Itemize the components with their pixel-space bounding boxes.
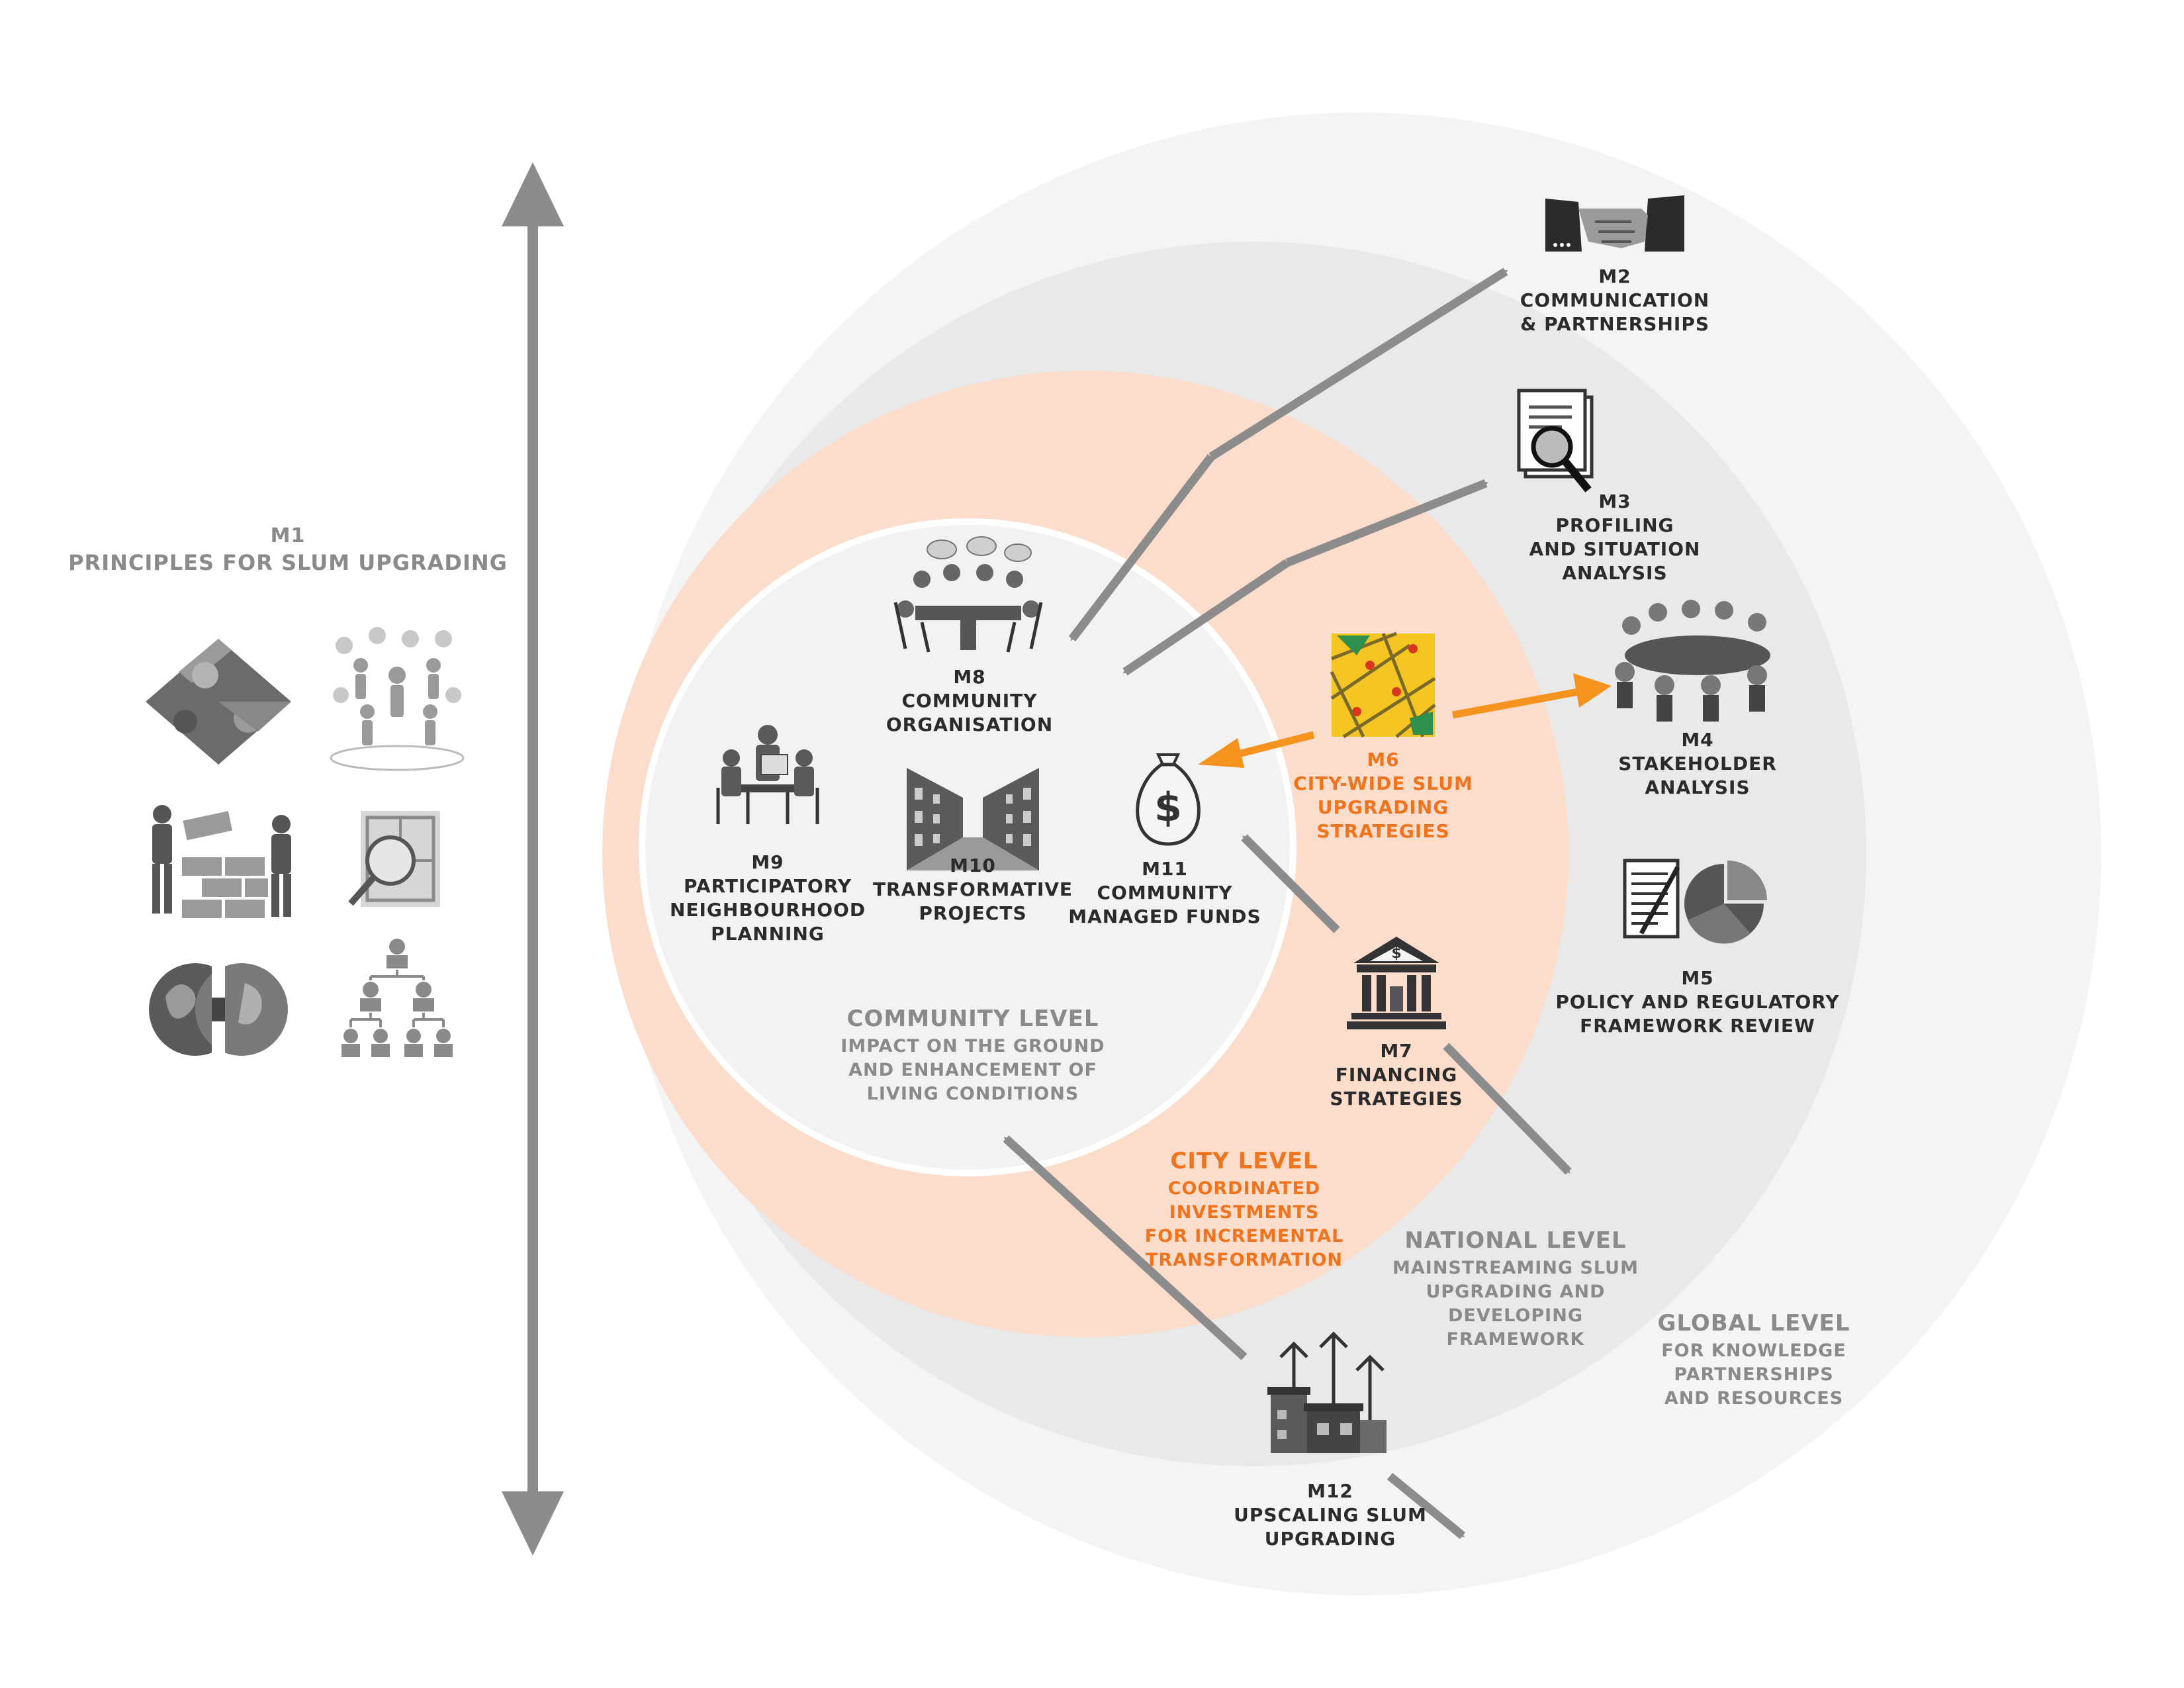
community-level-label: COMMUNITY LEVEL IMPACT ON THE GROUND AND… bbox=[841, 1003, 1105, 1106]
arrow-m12-community bbox=[1003, 1135, 1248, 1360]
module-m11-title: COMMUNITY MANAGED FUNDS bbox=[1068, 882, 1261, 927]
module-m12-code: M12 bbox=[1307, 1480, 1353, 1502]
split-globe-icon bbox=[149, 960, 288, 1059]
module-m7-label[interactable]: M7 FINANCING STRATEGIES bbox=[1271, 1039, 1522, 1111]
vertical-scale-arrow bbox=[502, 162, 564, 1556]
global-level-label: GLOBAL LEVEL FOR KNOWLEDGE PARTNERSHIPS … bbox=[1621, 1307, 1886, 1411]
m1-heading: M1 PRINCIPLES FOR SLUM UPGRADING bbox=[40, 523, 536, 576]
module-m4-label[interactable]: M4 STAKEHOLDER ANALYSIS bbox=[1572, 728, 1823, 800]
arrow-m2-m8-back bbox=[1068, 454, 1215, 641]
floorplan-magnifier-icon bbox=[348, 811, 440, 907]
module-m8-label[interactable]: M8 COMMUNITY ORGANISATION bbox=[844, 665, 1095, 737]
money-bag-icon: $ bbox=[1136, 753, 1201, 846]
module-m6-code: M6 bbox=[1367, 749, 1400, 771]
svg-text:$: $ bbox=[1154, 784, 1182, 831]
m1-code: M1 bbox=[270, 524, 306, 547]
module-m10-code: M10 bbox=[950, 855, 996, 876]
street-perspective-icon bbox=[907, 768, 1039, 870]
global-level-name: GLOBAL LEVEL bbox=[1657, 1310, 1850, 1336]
arrow-m7-m11 bbox=[1241, 834, 1340, 933]
city-level-name: CITY LEVEL bbox=[1170, 1148, 1318, 1174]
module-m3-code: M3 bbox=[1598, 491, 1631, 512]
module-m9-code: M9 bbox=[751, 851, 784, 873]
module-m2-label[interactable]: M2 COMMUNICATION & PARTNERSHIPS bbox=[1482, 265, 1747, 336]
module-m4-title: STAKEHOLDER ANALYSIS bbox=[1618, 753, 1777, 798]
national-level-name: NATIONAL LEVEL bbox=[1404, 1227, 1627, 1254]
module-m3-label[interactable]: M3 PROFILING AND SITUATION ANALYSIS bbox=[1476, 490, 1754, 585]
arrow-m6-m4 bbox=[1452, 673, 1612, 719]
module-m3-title: PROFILING AND SITUATION ANALYSIS bbox=[1529, 514, 1701, 584]
m1-title: PRINCIPLES FOR SLUM UPGRADING bbox=[68, 550, 508, 575]
module-m8-code: M8 bbox=[953, 666, 986, 688]
puzzle-icon bbox=[146, 639, 291, 765]
module-m10-label[interactable]: M10 TRANSFORMATIVE PROJECTS bbox=[854, 854, 1092, 925]
arrow-m6-m11 bbox=[1198, 731, 1315, 768]
module-m5-label[interactable]: M5 POLICY AND REGULATORY FRAMEWORK REVIE… bbox=[1549, 966, 1846, 1038]
module-m6-label[interactable]: M6 CITY-WIDE SLUM UPGRADING STRATEGIES bbox=[1257, 748, 1509, 843]
module-m12-title: UPSCALING SLUM UPGRADING bbox=[1234, 1504, 1427, 1550]
module-m9-label[interactable]: M9 PARTICIPATORY NEIGHBOURHOOD PLANNING bbox=[649, 851, 887, 946]
module-m11-label[interactable]: M11 COMMUNITY MANAGED FUNDS bbox=[1046, 857, 1284, 929]
meeting-table-icon bbox=[1615, 600, 1770, 722]
builders-icon bbox=[152, 805, 291, 918]
module-m2-code: M2 bbox=[1598, 265, 1631, 287]
module-m7-title: FINANCING STRATEGIES bbox=[1330, 1064, 1463, 1109]
national-level-label: NATIONAL LEVEL MAINSTREAMING SLUM UPGRAD… bbox=[1383, 1225, 1648, 1352]
arrow-m3-link bbox=[1285, 479, 1488, 567]
module-m10-title: TRANSFORMATIVE PROJECTS bbox=[872, 878, 1073, 924]
module-m2-title: COMMUNICATION & PARTNERSHIPS bbox=[1520, 289, 1710, 335]
module-m5-title: POLICY AND REGULATORY FRAMEWORK REVIEW bbox=[1555, 991, 1840, 1037]
module-m5-code: M5 bbox=[1681, 967, 1714, 989]
module-m6-title: CITY-WIDE SLUM UPGRADING STRATEGIES bbox=[1293, 773, 1473, 842]
community-meeting-icon bbox=[893, 536, 1043, 653]
svg-text:$: $ bbox=[1391, 945, 1401, 962]
module-m12-label[interactable]: M12 UPSCALING SLUM UPGRADING bbox=[1205, 1479, 1456, 1551]
arrow-m3-m11 bbox=[1122, 559, 1290, 676]
planning-group-icon bbox=[716, 725, 819, 824]
national-level-desc: MAINSTREAMING SLUM UPGRADING AND DEVELOP… bbox=[1392, 1258, 1639, 1350]
document-search-icon bbox=[1517, 389, 1594, 492]
org-chart-icon bbox=[341, 939, 453, 1057]
module-m11-code: M11 bbox=[1142, 858, 1188, 880]
global-level-desc: FOR KNOWLEDGE PARTNERSHIPS AND RESOURCES bbox=[1661, 1340, 1846, 1409]
document-piechart-icon bbox=[1623, 859, 1767, 944]
arrow-m7-national bbox=[1443, 1043, 1572, 1175]
module-m4-code: M4 bbox=[1681, 729, 1714, 751]
city-level-desc: COORDINATED INVESTMENTS FOR INCREMENTAL … bbox=[1144, 1178, 1344, 1270]
houses-growth-icon bbox=[1267, 1331, 1387, 1453]
bank-building-icon: $ bbox=[1347, 937, 1446, 1029]
people-network-icon bbox=[330, 627, 465, 771]
arrow-m12-global bbox=[1387, 1472, 1466, 1540]
module-m7-code: M7 bbox=[1380, 1040, 1413, 1062]
module-m9-title: PARTICIPATORY NEIGHBOURHOOD PLANNING bbox=[669, 875, 866, 945]
city-level-label: CITY LEVEL COORDINATED INVESTMENTS FOR I… bbox=[1112, 1145, 1377, 1272]
handshake-icon bbox=[1545, 195, 1684, 252]
arrow-m2-m8 bbox=[1208, 267, 1508, 461]
module-m8-title: COMMUNITY ORGANISATION bbox=[886, 690, 1054, 735]
city-map-icon bbox=[1330, 632, 1436, 739]
community-level-desc: IMPACT ON THE GROUND AND ENHANCEMENT OF … bbox=[841, 1036, 1105, 1104]
community-level-name: COMMUNITY LEVEL bbox=[846, 1006, 1099, 1032]
